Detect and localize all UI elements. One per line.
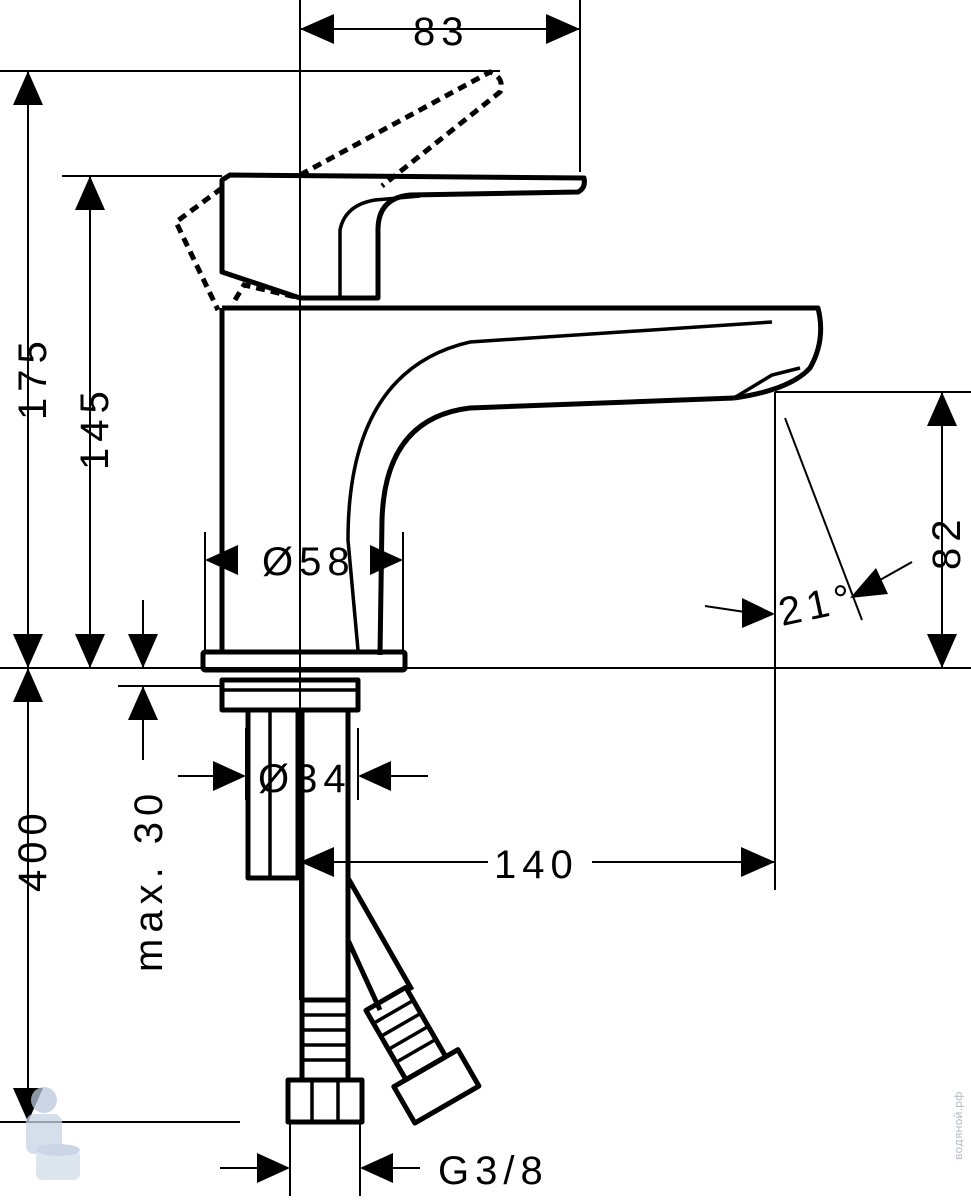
dim-spout-clearance: 82	[925, 514, 969, 571]
dim-shank-diameter: Ø34	[258, 757, 352, 801]
plumber-icon	[26, 1087, 80, 1180]
dimension-lines	[13, 14, 957, 1183]
watermark-text: водяной.рф	[952, 1092, 965, 1160]
dim-spout-reach: 140	[494, 843, 579, 887]
dim-body-diameter: Ø58	[262, 540, 356, 584]
dimension-labels: 83 175 145 Ø58 82 21° 400 max. 30 Ø34 14…	[11, 10, 969, 1193]
faucet-outline	[172, 69, 824, 1126]
dim-hose-length: 400	[11, 807, 55, 892]
watermark: водяной.рф	[26, 1087, 965, 1180]
dim-max-deck-thickness: max. 30	[127, 788, 171, 972]
dim-spout-angle: 21°	[775, 575, 861, 634]
dim-thread: G3/8	[438, 1149, 549, 1193]
dim-top-width: 83	[413, 10, 470, 54]
dim-total-height: 175	[11, 335, 55, 420]
dim-body-height: 145	[73, 385, 117, 470]
